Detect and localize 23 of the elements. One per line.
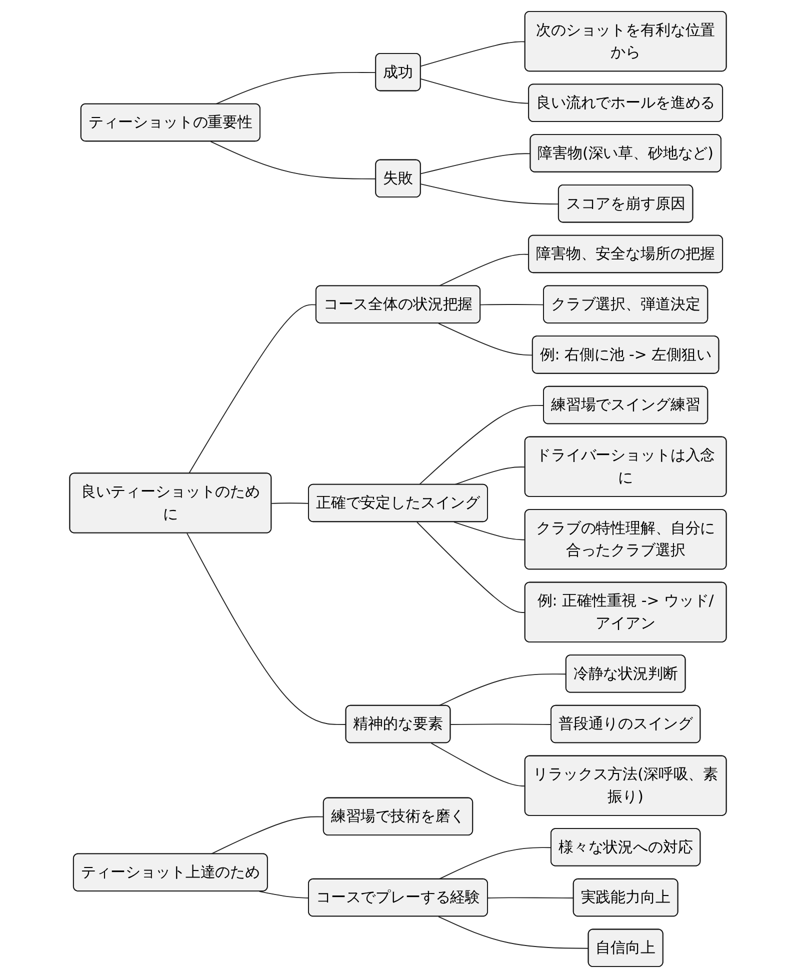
connector	[210, 141, 377, 180]
connector	[210, 816, 324, 855]
connector	[271, 502, 310, 504]
connector	[420, 78, 530, 104]
connector	[418, 404, 544, 486]
connector	[438, 254, 530, 287]
connector	[450, 724, 552, 725]
connector	[453, 522, 526, 540]
connector	[438, 322, 534, 356]
connector	[188, 304, 317, 474]
connector	[480, 304, 544, 306]
connector	[488, 897, 574, 898]
connector	[438, 847, 552, 880]
connector	[420, 184, 560, 205]
connector	[186, 532, 347, 725]
connector	[420, 41, 526, 67]
connector	[416, 522, 526, 614]
connector	[438, 674, 567, 706]
connector	[420, 153, 532, 174]
connector	[438, 916, 590, 949]
connector	[214, 72, 377, 105]
connector	[430, 742, 526, 787]
connector	[258, 890, 310, 898]
